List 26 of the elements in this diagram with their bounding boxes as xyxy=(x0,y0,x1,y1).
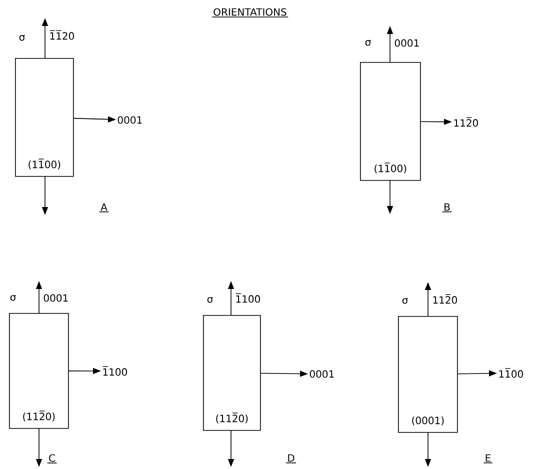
stress-symbol: σ xyxy=(19,35,25,41)
specimen-box: (112̅0) xyxy=(9,313,69,429)
edge-label: 0001 xyxy=(44,294,68,302)
specimen-box: (11̅00) xyxy=(15,58,74,177)
panel-letter: A xyxy=(98,203,110,212)
title: ORIENTATIONS xyxy=(212,8,288,18)
panel-letter: D xyxy=(286,454,296,464)
panel-letter: E xyxy=(483,454,493,464)
edge-label: 1̅1̅20 xyxy=(50,30,74,40)
specimen-box: (112̅0) xyxy=(203,315,261,431)
panel-letter: B xyxy=(442,203,452,212)
direction-label: 0001 xyxy=(310,370,334,378)
specimen-box: (11̅00) xyxy=(360,62,421,181)
direction-label: 0001 xyxy=(118,116,142,124)
specimen-box: (0001) xyxy=(398,316,458,433)
edge-label: 0001 xyxy=(394,39,419,47)
direction-label: 1̅100 xyxy=(102,366,127,376)
edge-label: 112̅0 xyxy=(433,294,457,304)
stress-symbol: σ xyxy=(207,297,213,303)
stress-symbol: σ xyxy=(365,40,371,46)
panel-letter: C xyxy=(46,454,58,464)
stress-symbol: σ xyxy=(402,298,408,304)
edge-label: 1̅100 xyxy=(236,293,260,303)
stress-symbol: σ xyxy=(10,295,16,301)
direction-label: 112̅0 xyxy=(454,117,478,127)
direction-label: 11̅00 xyxy=(499,368,523,378)
